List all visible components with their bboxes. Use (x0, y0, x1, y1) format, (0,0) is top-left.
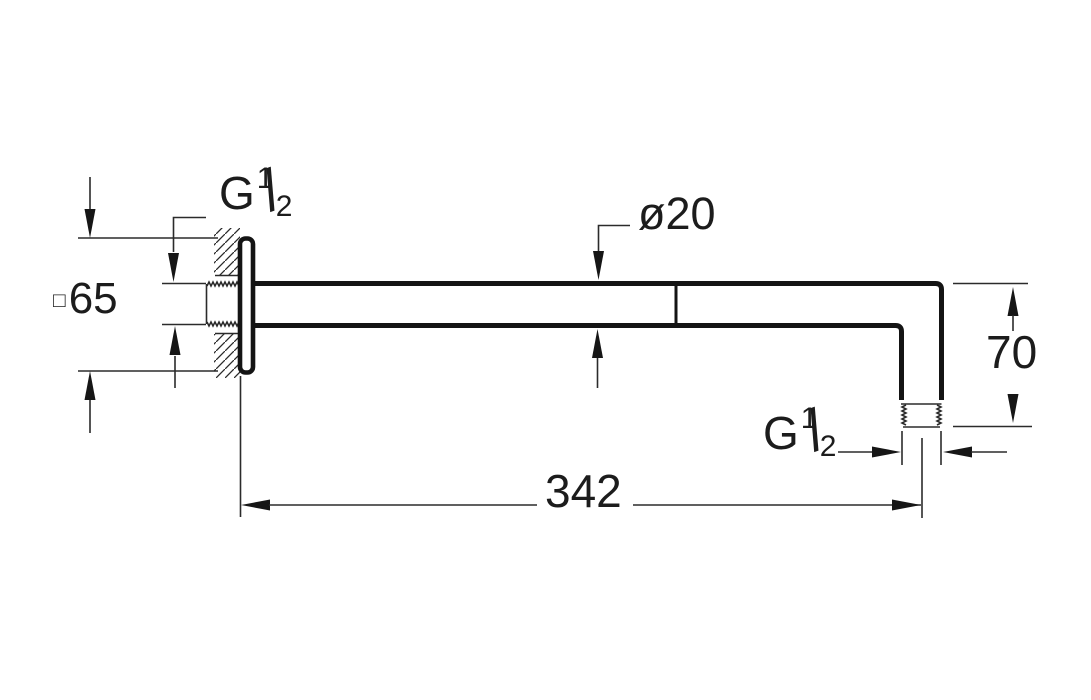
outlet-thread-fraction: 1 / 2 (795, 397, 837, 464)
wall-flange (237, 236, 256, 375)
wall-hatch (214, 228, 240, 378)
arm-length-label: 342 (545, 465, 622, 517)
square-symbol: □ (53, 288, 66, 312)
outlet-thread-prefix: G (763, 407, 799, 459)
arm-tube (250, 281, 944, 400)
dim-outlet-thread (838, 431, 1007, 465)
inlet-thread-label: G 1 / 2 (219, 157, 296, 224)
inlet-thread-fraction: 1 / 2 (251, 157, 293, 224)
dim-drop-height (953, 282, 1032, 428)
diameter-symbol: ø (638, 188, 666, 239)
tube-diameter-label: ø20 (638, 188, 716, 239)
inlet-thread-prefix: G (219, 167, 255, 219)
inlet-thread (162, 280, 240, 328)
flange-size-label: □ 65 (53, 274, 118, 323)
drop-height-label: 70 (986, 326, 1038, 378)
dim-flange-size (78, 177, 218, 433)
dim-tube-diameter (592, 224, 630, 388)
outlet-thread-label: G 1 / 2 (763, 397, 840, 464)
dim-inlet-thread (168, 216, 206, 388)
dim-arm-length (239, 376, 923, 518)
outlet-thread (900, 403, 943, 428)
